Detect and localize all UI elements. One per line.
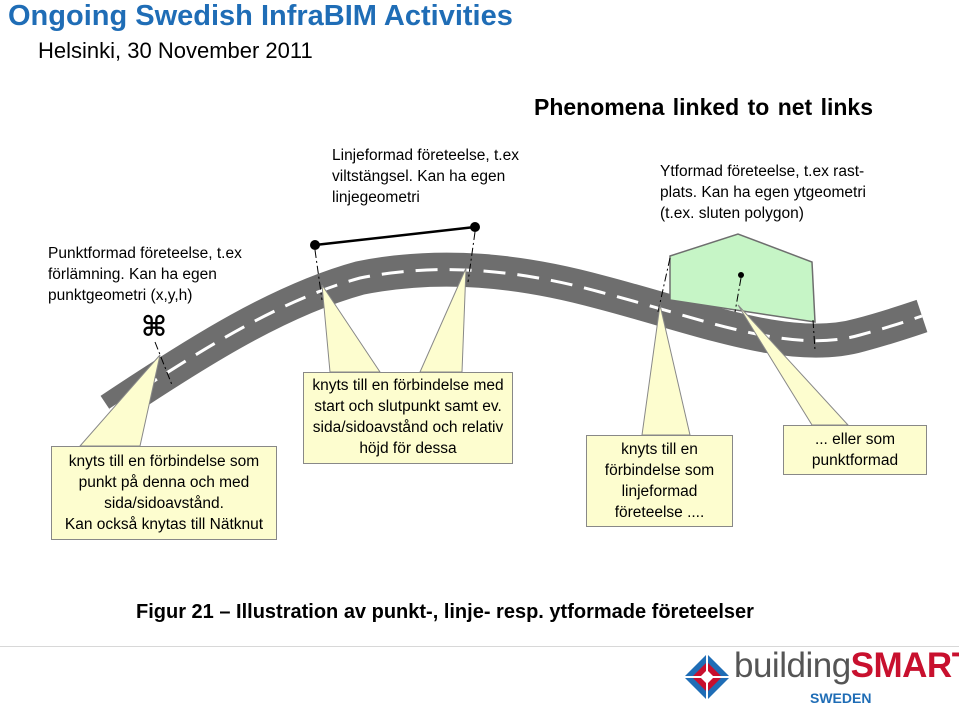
figure-caption: Figur 21 – Illustration av punkt-, linje… bbox=[136, 601, 754, 623]
area-feature-note: Ytformad företeelse, t.ex rast- plats. K… bbox=[660, 163, 866, 222]
connector-area-point bbox=[734, 277, 742, 313]
point-feature-symbol: ⌘ bbox=[141, 310, 167, 343]
buildingsmart-logo-icon bbox=[684, 654, 730, 700]
callout-point: knyts till en förbindelse som punkt på d… bbox=[51, 446, 277, 540]
connector-area-left bbox=[657, 257, 671, 313]
area-polygon bbox=[669, 233, 816, 323]
footer-divider bbox=[0, 646, 959, 647]
logo-country: SWEDEN bbox=[810, 690, 872, 706]
callout-area-alt: ... eller som punktformad bbox=[783, 425, 927, 475]
road-centerline bbox=[109, 268, 923, 412]
connector-point bbox=[154, 341, 173, 386]
callout-point-pointer bbox=[78, 354, 161, 447]
callout-line: knyts till en förbindelse med start och … bbox=[303, 372, 513, 464]
line-feature-note: Linjeformad företeelse, t.ex viltstängse… bbox=[332, 147, 519, 206]
slide-title: Ongoing Swedish InfraBIM Activities bbox=[8, 0, 513, 32]
connector-area-right bbox=[812, 319, 816, 351]
linear-feature bbox=[314, 225, 476, 247]
linear-feature-end bbox=[470, 222, 480, 232]
area-point-marker bbox=[738, 272, 744, 278]
point-feature-note: Punktformad företeelse, t.ex förlämning.… bbox=[48, 245, 242, 304]
slide-subtitle: Helsinki, 30 November 2011 bbox=[38, 38, 313, 63]
callout-area: knyts till en förbindelse som linjeforma… bbox=[586, 435, 733, 527]
slide-subheading: Phenomena linked to net links bbox=[534, 94, 874, 120]
linear-feature-start bbox=[310, 240, 320, 250]
buildingsmart-wordmark: buildingSMART bbox=[734, 646, 959, 685]
